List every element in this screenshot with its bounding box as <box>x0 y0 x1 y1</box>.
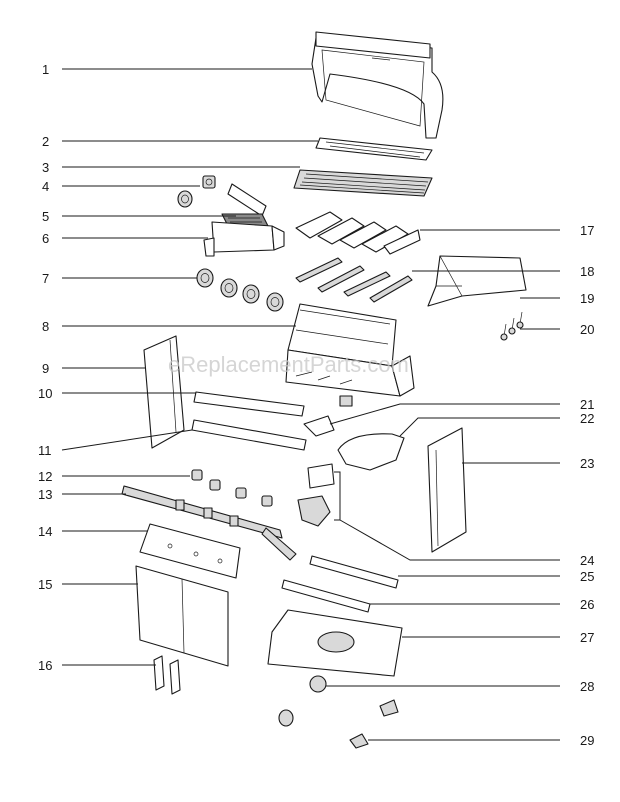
part-28-caster[interactable] <box>309 675 327 693</box>
part-17-heat-tents[interactable] <box>295 211 421 255</box>
part-10-frame-rail[interactable] <box>193 391 305 417</box>
callout-21: 21 <box>580 397 594 412</box>
callout-16: 16 <box>38 658 52 673</box>
part-27-bottom-panel[interactable] <box>267 609 403 677</box>
part-caster-extra[interactable] <box>278 699 399 727</box>
callout-8: 8 <box>42 319 49 334</box>
callout-25: 25 <box>580 569 594 584</box>
callout-11: 11 <box>38 443 52 458</box>
part-14-control-panel[interactable] <box>139 523 241 579</box>
part-16-handles[interactable] <box>153 655 181 695</box>
callout-14: 14 <box>38 524 52 539</box>
callout-2: 2 <box>42 134 49 149</box>
callout-22: 22 <box>580 411 594 426</box>
part-1-lid[interactable] <box>311 31 444 139</box>
callout-26: 26 <box>580 597 594 612</box>
callout-10: 10 <box>38 386 52 401</box>
callout-23: 23 <box>580 456 594 471</box>
part-3-cooking-grate[interactable] <box>293 169 433 197</box>
part-4-bezel[interactable] <box>202 175 216 189</box>
part-21-bracket[interactable] <box>303 415 335 437</box>
part-13-manifold[interactable] <box>121 485 297 561</box>
part-25-bottom-rail[interactable] <box>309 555 399 589</box>
callout-1: 1 <box>42 62 49 77</box>
part-19-grease-shield[interactable] <box>427 255 527 307</box>
callout-3: 3 <box>42 160 49 175</box>
part-knob-single[interactable] <box>177 190 193 208</box>
part-2-warming-rack[interactable] <box>315 137 433 161</box>
part-11-frame-rail[interactable] <box>191 419 307 451</box>
callout-17: 17 <box>580 223 594 238</box>
callout-24: 24 <box>580 553 594 568</box>
callout-19: 19 <box>580 291 594 306</box>
callout-numbers: 1 2 3 4 5 6 7 8 9 10 11 12 13 14 15 16 1… <box>38 62 594 748</box>
callout-29: 29 <box>580 733 594 748</box>
part-20-hardware[interactable] <box>500 311 524 341</box>
part-23-right-panel[interactable] <box>427 427 467 553</box>
callout-6: 6 <box>42 231 49 246</box>
callout-13: 13 <box>38 487 52 502</box>
part-18-burners[interactable] <box>295 257 413 303</box>
part-26-bottom-rail[interactable] <box>281 579 371 613</box>
part-8-cookbox[interactable] <box>285 303 415 407</box>
part-6-side-burner-box[interactable] <box>203 221 285 257</box>
leader-lines <box>61 68 560 741</box>
callout-9: 9 <box>42 361 49 376</box>
part-9-left-panel[interactable] <box>143 335 185 449</box>
callout-5: 5 <box>42 209 49 224</box>
part-24-igniter[interactable] <box>297 463 341 527</box>
part-12-valves[interactable] <box>191 469 273 507</box>
callout-28: 28 <box>580 679 594 694</box>
part-29-caster[interactable] <box>349 733 369 749</box>
callout-18: 18 <box>580 264 594 279</box>
callout-20: 20 <box>580 322 594 337</box>
callout-7: 7 <box>42 271 49 286</box>
part-15-doors[interactable] <box>135 565 229 667</box>
part-22-side-shelf[interactable] <box>337 433 405 471</box>
callout-4: 4 <box>42 179 49 194</box>
callout-27: 27 <box>580 630 594 645</box>
watermark: eReplacementParts.com <box>168 352 409 377</box>
callout-15: 15 <box>38 577 52 592</box>
part-7-control-knobs[interactable] <box>196 268 284 312</box>
callout-12: 12 <box>38 469 52 484</box>
